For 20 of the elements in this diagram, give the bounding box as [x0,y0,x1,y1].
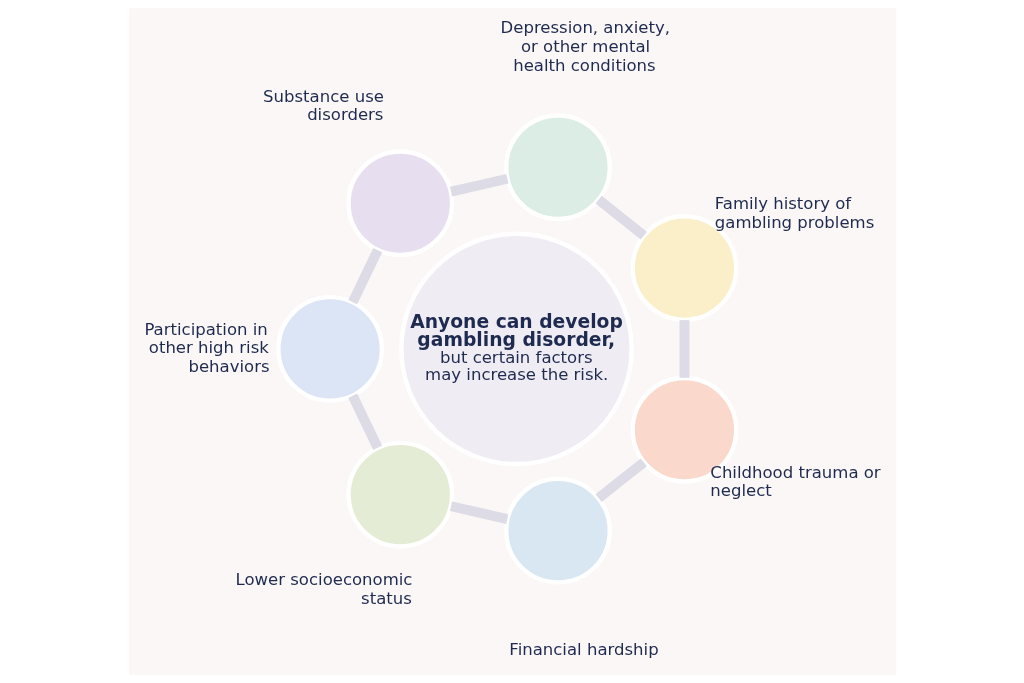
node-circle [503,476,612,585]
node-label: Participation in other high risk behaviors [143,319,270,377]
node-label: Depression, anxiety, or other mental health conditions [500,18,670,75]
connector [679,320,689,378]
node-circle [503,113,612,222]
node-circle [345,149,454,258]
node-circle: Anyone can develop gambling disorder, but certain factors may increase the risk. [398,231,634,467]
node-label: Lower socioeconomic status [235,570,412,608]
node-label: Family history of gambling problems [714,194,874,232]
node-label: Substance use disorders [262,86,384,125]
node-circle [275,294,384,403]
connector [347,393,382,450]
node-circle [345,440,454,549]
connector [595,195,647,240]
connector [595,458,647,503]
node-label: Financial hardship [508,639,659,659]
connector [449,173,508,197]
node-label: Childhood trauma or neglect [709,462,881,501]
connector [347,247,382,305]
connector [449,501,508,524]
